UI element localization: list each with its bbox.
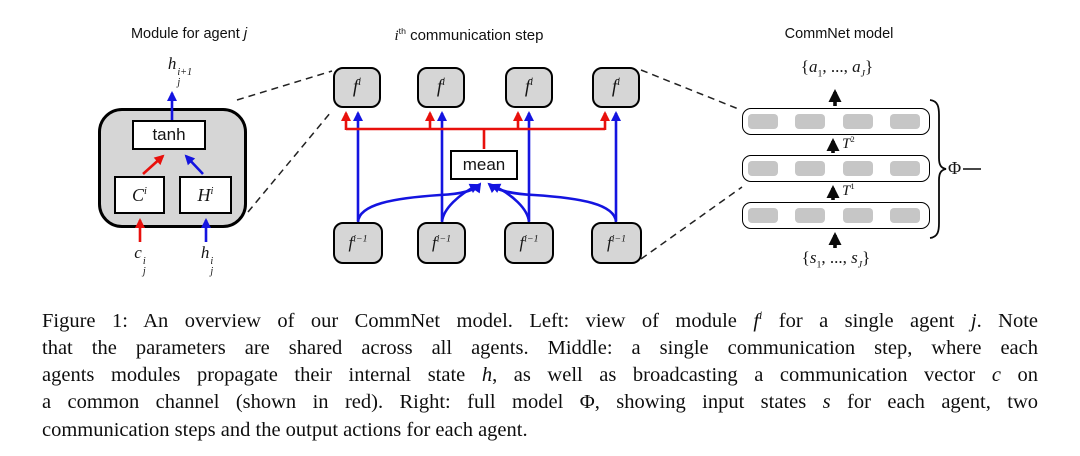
left-section-title: Module for agent j bbox=[130, 26, 248, 42]
layer-row-3 bbox=[742, 108, 930, 135]
agent-cell bbox=[795, 208, 825, 223]
tanh-label: tanh bbox=[152, 125, 186, 144]
agent-cell bbox=[748, 161, 778, 176]
f-label: fi bbox=[436, 76, 446, 98]
caption-line: that the parameters are shared across al… bbox=[42, 337, 1038, 360]
comm-unit-label: Ci bbox=[132, 184, 147, 205]
comm-curve-3 bbox=[490, 183, 531, 223]
comm-curve-1 bbox=[356, 182, 482, 223]
right-section-title: CommNet model bbox=[784, 26, 894, 42]
agent-cell bbox=[795, 161, 825, 176]
f-label: fi bbox=[611, 76, 621, 98]
agent-cell bbox=[795, 114, 825, 129]
layer-row-2 bbox=[742, 155, 930, 182]
states-label: {s1, ..., sJ} bbox=[801, 248, 871, 271]
middle-step-wires bbox=[341, 111, 621, 223]
agent-cell bbox=[748, 114, 778, 129]
dashed-link-top-left bbox=[236, 70, 333, 101]
f-prev-label: fi−1 bbox=[431, 233, 452, 252]
f-label: fi bbox=[352, 76, 362, 98]
module-box-f3: fi bbox=[505, 67, 553, 108]
comm-curve-2 bbox=[440, 183, 480, 223]
middle-section-title: ith communication step bbox=[394, 26, 544, 44]
agent-cell bbox=[748, 208, 778, 223]
phi-brace bbox=[929, 99, 947, 239]
hidden-unit-label: Hi bbox=[197, 184, 214, 205]
zoom-dashed-links-left bbox=[236, 70, 333, 213]
commnet-wires bbox=[826, 89, 981, 248]
comm-unit-box: Ci bbox=[114, 176, 165, 214]
comm-to-tanh-arrow bbox=[142, 154, 165, 175]
f-prev-label: fi−1 bbox=[348, 233, 368, 252]
caption-line: agents modules propagate their internal … bbox=[42, 364, 1038, 387]
hidden-to-tanh-arrow bbox=[184, 154, 204, 175]
mean-label: mean bbox=[462, 155, 506, 174]
prev-module-box-f1: fi−1 bbox=[333, 222, 383, 264]
dashed-link-bottom-right bbox=[640, 186, 743, 260]
caption-line: a common channel (shown in red). Right: … bbox=[42, 391, 1039, 414]
dashed-link-bottom-left bbox=[247, 111, 332, 213]
module-box-f4: fi bbox=[592, 67, 640, 108]
agent-cell bbox=[843, 114, 873, 129]
comm-curve-4 bbox=[487, 182, 618, 223]
f-label: fi bbox=[524, 76, 534, 98]
module-box-f2: fi bbox=[417, 67, 465, 108]
figure-caption: Figure 1: An overview of our CommNet mod… bbox=[42, 302, 1038, 444]
tanh-box: tanh bbox=[132, 120, 206, 150]
prev-module-box-f4: fi−1 bbox=[591, 222, 642, 264]
actions-label: {a1, ..., aJ} bbox=[800, 57, 874, 80]
mean-box: mean bbox=[450, 150, 518, 180]
t1-label: T1 bbox=[842, 181, 855, 199]
t2-label: T2 bbox=[842, 134, 855, 152]
layer-row-1 bbox=[742, 202, 930, 229]
caption-line: Figure 1: An overview of our CommNet mod… bbox=[42, 308, 1038, 332]
zoom-dashed-links-right bbox=[640, 69, 743, 260]
prev-module-box-f2: fi−1 bbox=[417, 222, 466, 264]
hidden-unit-box: Hi bbox=[179, 176, 232, 214]
f-prev-label: fi−1 bbox=[606, 233, 627, 252]
agent-cell bbox=[890, 208, 920, 223]
left-module-wires bbox=[135, 91, 211, 242]
prev-module-box-f3: fi−1 bbox=[504, 222, 554, 264]
agent-cell bbox=[843, 161, 873, 176]
caption-line: communication steps and the output actio… bbox=[42, 418, 528, 441]
module-box-f1: fi bbox=[333, 67, 381, 108]
f-prev-label: fi−1 bbox=[519, 233, 539, 252]
agent-cell bbox=[890, 161, 920, 176]
dashed-link-top-right bbox=[640, 69, 742, 111]
phi-label: Φ bbox=[948, 158, 962, 178]
agent-cell bbox=[890, 114, 920, 129]
agent-cell bbox=[843, 208, 873, 223]
